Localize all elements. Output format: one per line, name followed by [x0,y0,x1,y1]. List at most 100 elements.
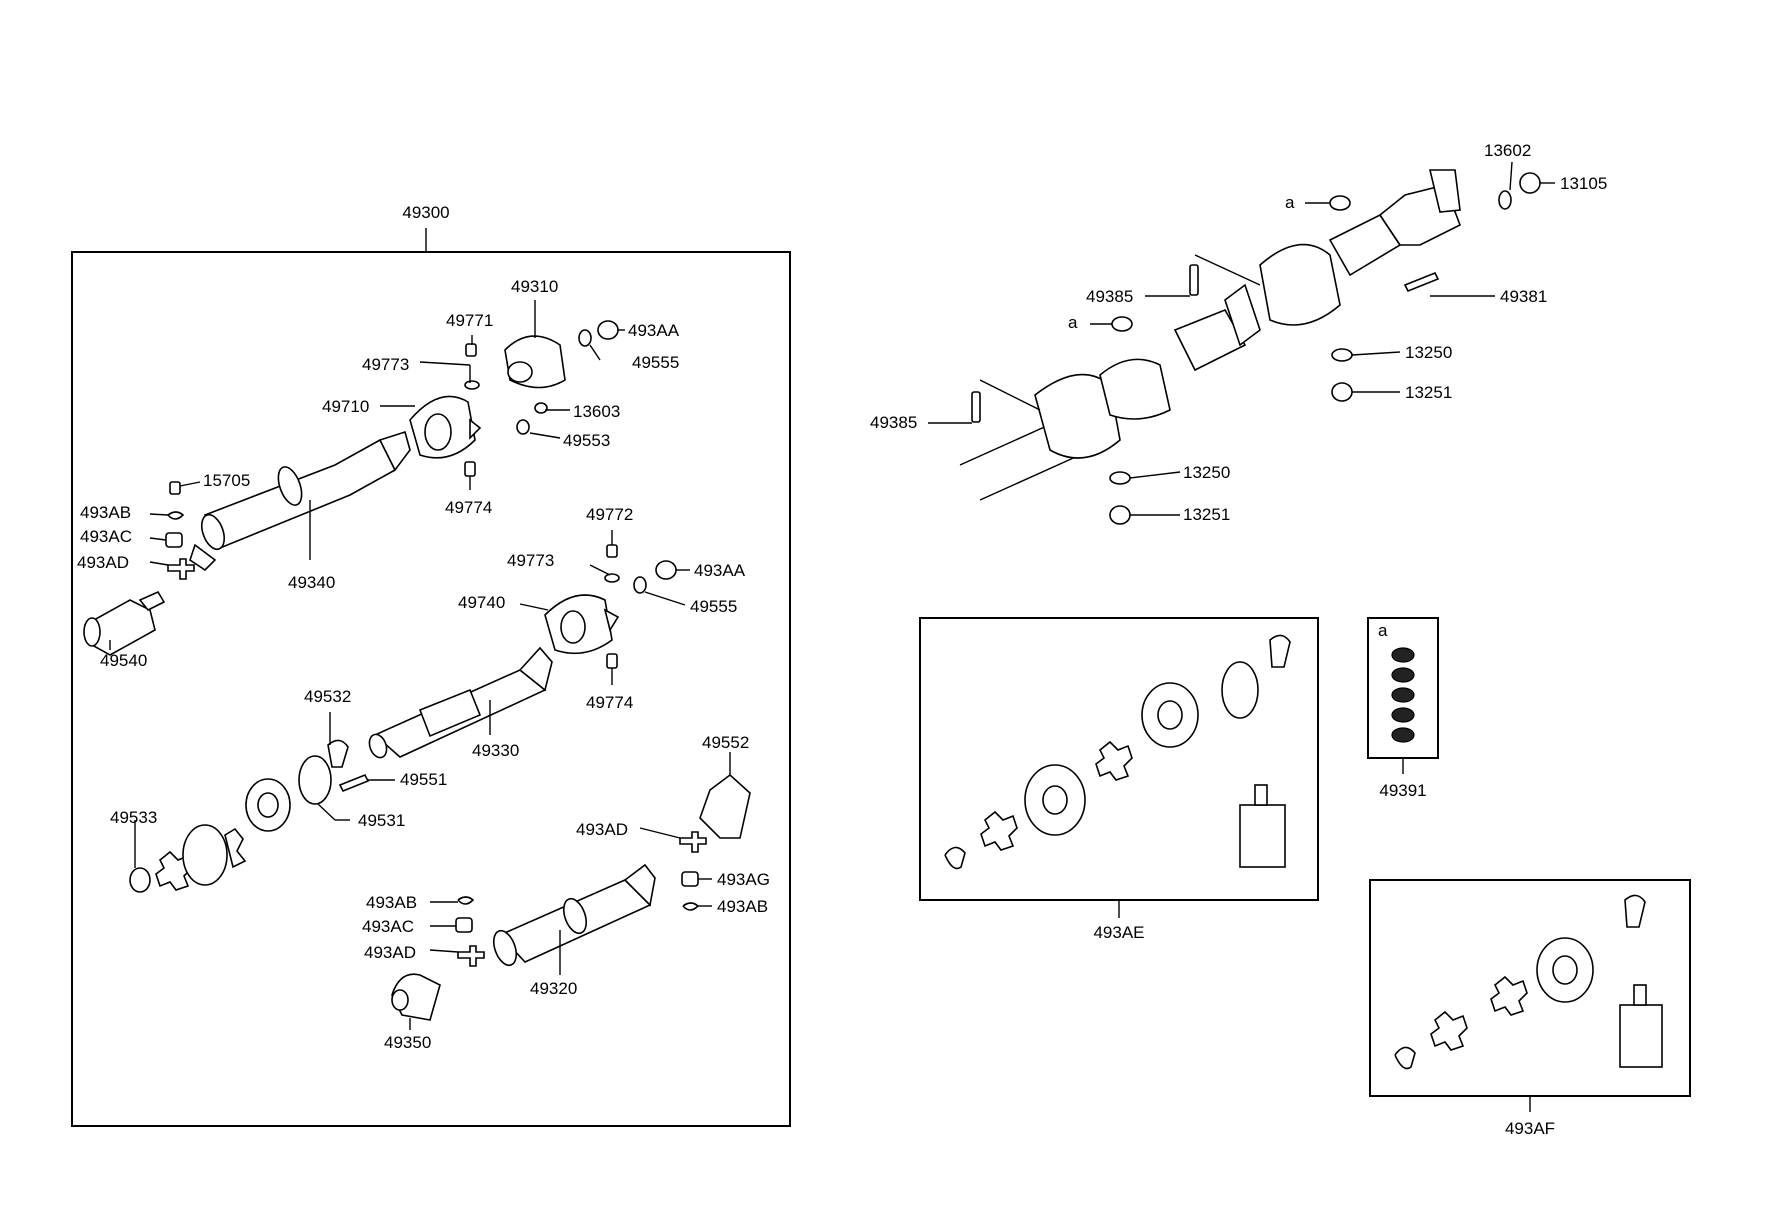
yoke-49350 [391,973,441,1021]
washer-49555-b [633,576,647,594]
spider-493AD-b [679,831,707,853]
grease-nipple-15705 [169,481,181,495]
callout-label: 493AB [717,897,768,916]
rear-propeller-shaft [368,646,553,759]
washer-13250-a [1331,348,1353,362]
snap-ring-493AB-b [682,902,700,911]
callout-label: 49551 [400,770,447,789]
cv-joint-assembly [129,739,370,893]
washer-13602 [1498,190,1512,210]
seal-kit-label: 49391 [1379,781,1426,800]
callout-labels: 49771 49310 49773 493AA 49555 49710 1360… [77,141,1607,1052]
joint-kit-2-parts [1394,894,1663,1070]
callout-label: 13250 [1405,343,1452,362]
bracket-49552 [699,773,751,839]
center-bearing-upper [409,395,482,459]
callout-label: a [1068,313,1078,332]
front-propeller-shaft [189,430,411,572]
callout-label: 13251 [1405,383,1452,402]
bolt-49381 [1403,271,1440,293]
installed-shaft-view [959,169,1462,501]
nut-49553 [516,419,530,435]
bolt-49771 [465,343,477,357]
callout-label: 493AG [717,870,770,889]
callout-label: 493AD [77,553,129,572]
callout-label: 49771 [446,311,493,330]
callout-label: 49740 [458,593,505,612]
callout-label: 15705 [203,471,250,490]
callout-label: 49532 [304,687,351,706]
callout-label: 49774 [445,498,492,517]
washer-49773-b [604,573,620,583]
nut-13251-b [1109,505,1131,525]
callout-label: 13603 [573,402,620,421]
intermediate-shaft [492,863,656,967]
callout-label: 49773 [507,551,554,570]
center-bearing-lower [544,594,620,655]
nut-13105 [1519,172,1541,194]
callout-label: 49710 [322,397,369,416]
callout-label: 493AB [80,503,131,522]
spider-493AD-a [167,558,195,580]
callout-label: 49330 [472,741,519,760]
washer-49773-a [464,380,480,390]
callout-label: 49385 [1086,287,1133,306]
seal-a-1 [1329,195,1351,211]
bolt-49385-a [1189,264,1199,296]
washer-13603 [534,402,548,414]
callout-label: 49772 [586,505,633,524]
callout-label: 493AA [628,321,680,340]
seal-kit-parts [1391,647,1415,743]
yoke-49540 [83,590,166,656]
callout-label: 13105 [1560,174,1607,193]
callout-label: 493AD [364,943,416,962]
callout-label: 493AD [576,820,628,839]
callout-label: a [1285,193,1295,212]
callout-label: 49552 [702,733,749,752]
bolt-49772 [606,544,618,558]
callout-label: 49381 [1500,287,1547,306]
seal-a-2 [1111,316,1133,332]
callout-label: 49555 [632,353,679,372]
washer-13250-b [1109,471,1131,485]
callout-label: 49320 [530,979,577,998]
nut-493AA-b [655,560,677,580]
bearing-cap-493AG [681,871,699,887]
joint-kit-2-label: 493AF [1505,1119,1555,1138]
bolt-49774-b [606,653,618,669]
bearing-cap-493AC-a [165,532,183,548]
callout-label: 49533 [110,808,157,827]
callout-label: 49385 [870,413,917,432]
main-assembly-box [71,251,791,1127]
callout-label: 49310 [511,277,558,296]
callout-label: 493AB [366,893,417,912]
callout-label: 49340 [288,573,335,592]
leader-lines [109,161,1555,1030]
seal-kit-tag: a [1378,621,1388,640]
callout-label: 13250 [1183,463,1230,482]
spider-493AD-c [457,945,485,967]
snap-ring-493AB-c [457,896,475,905]
bolt-49774-a [464,461,476,477]
callout-label: 493AA [694,561,746,580]
bearing-cap-493AC-b [455,917,473,933]
bolt-49385-b [971,391,981,423]
callout-label: 13602 [1484,141,1531,160]
nut-13251-a [1331,382,1353,402]
callout-label: 49773 [362,355,409,374]
joint-kit-1-parts [944,634,1291,870]
callout-label: 13251 [1183,505,1230,524]
companion-flange-49310 [504,335,566,389]
callout-label: 493AC [80,527,132,546]
callout-label: 49555 [690,597,737,616]
nut-493AA-a [597,320,619,340]
callout-label: 493AC [362,917,414,936]
callout-label: 49553 [563,431,610,450]
callout-label: 49350 [384,1033,431,1052]
snap-ring-493AB-a [167,511,185,520]
washer-49555-a [578,329,592,347]
callout-label: 49774 [586,693,633,712]
callout-label: 49531 [358,811,405,830]
main-assembly-label: 49300 [402,203,449,222]
